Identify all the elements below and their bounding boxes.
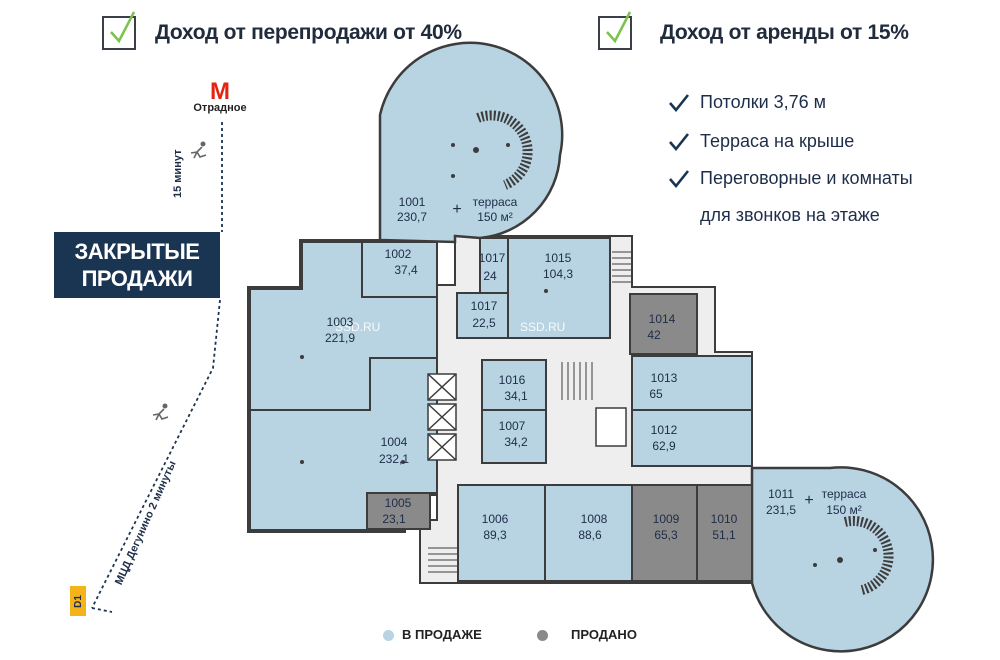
unit-1017a-area: 24 bbox=[483, 269, 497, 283]
unit-1014-number: 1014 bbox=[649, 312, 676, 326]
unit-1017a bbox=[479, 237, 509, 294]
legend-dot-sold bbox=[537, 630, 548, 641]
unit-1011-terrace-label: терраса bbox=[822, 487, 867, 501]
checkbox-rent bbox=[598, 11, 632, 50]
unit-1012-number: 1012 bbox=[651, 423, 678, 437]
legend-dot-for-sale bbox=[383, 630, 394, 641]
unit-1008-number: 1008 bbox=[581, 512, 608, 526]
unit-1010-area: 51,1 bbox=[712, 528, 736, 542]
unit-1008-area: 88,6 bbox=[578, 528, 602, 542]
legend-for-sale: В ПРОДАЖЕ bbox=[402, 627, 482, 642]
metro-icon: М bbox=[210, 78, 230, 102]
walking-person-icon bbox=[152, 403, 169, 421]
unit-1001-terrace-area: 150 м² bbox=[477, 210, 513, 224]
unit-1012 bbox=[631, 409, 753, 467]
unit-1015 bbox=[507, 237, 611, 339]
unit-1008 bbox=[544, 484, 633, 582]
unit-1001-number: 1001 bbox=[399, 195, 426, 209]
column-dots bbox=[300, 143, 877, 567]
walking-route bbox=[91, 122, 223, 613]
unit-1002-area: 37,4 bbox=[394, 263, 418, 277]
unit-1017a-number: 1017 bbox=[479, 251, 506, 265]
unit-1011-number: 1011 bbox=[768, 487, 794, 501]
unit-1006-area: 89,3 bbox=[483, 528, 507, 542]
unit-1004-number: 1004 bbox=[381, 435, 408, 449]
checkmark-icon bbox=[669, 94, 690, 112]
unit-1004 bbox=[249, 357, 438, 531]
unit-1004-area: 232,1 bbox=[379, 452, 409, 466]
unit-1017b-area: 22,5 bbox=[472, 316, 496, 330]
unit-1014-area: 42 bbox=[647, 328, 661, 342]
unit-1009 bbox=[631, 484, 698, 582]
spiral-stair-1001 bbox=[473, 110, 533, 190]
unit-1013 bbox=[631, 355, 753, 411]
unit-1001-terrace-label: терраса bbox=[473, 195, 518, 209]
unit-1006-number: 1006 bbox=[482, 512, 509, 526]
unit-1015-number: 1015 bbox=[545, 251, 572, 265]
unit-1001-area: 230,7 bbox=[397, 210, 427, 224]
plus-sign: + bbox=[452, 201, 461, 218]
unit-1007 bbox=[481, 409, 547, 464]
headline-rent-income: Доход от аренды от 15% bbox=[660, 21, 909, 44]
unit-1016 bbox=[481, 359, 547, 411]
unit-1017b bbox=[456, 292, 509, 339]
unit-1005-number: 1005 bbox=[385, 496, 412, 510]
closed-sales-banner: ЗАКРЫТЫЕ ПРОДАЖИ bbox=[54, 232, 220, 298]
checkmark-icon bbox=[669, 170, 690, 188]
unit-1013-area: 65 bbox=[649, 387, 663, 401]
spiral-stair-1011 bbox=[837, 515, 894, 595]
unit-1001 bbox=[378, 41, 564, 244]
walking-person-icon bbox=[190, 141, 207, 159]
unit-1002-number: 1002 bbox=[385, 247, 412, 261]
unit-1011-terrace-area: 150 м² bbox=[826, 503, 862, 517]
checkbox-resale bbox=[102, 11, 136, 50]
unit-1007-number: 1007 bbox=[499, 419, 526, 433]
headline-resale-income: Доход от перепродажи от 40% bbox=[155, 21, 462, 44]
watermark: SSD.RU bbox=[335, 320, 380, 334]
unit-1016-number: 1016 bbox=[499, 373, 526, 387]
elevator-block bbox=[427, 373, 457, 461]
check-icon bbox=[606, 11, 632, 44]
stair-block bbox=[428, 251, 632, 573]
unit-1014 bbox=[629, 293, 698, 355]
svg-text:М: М bbox=[210, 78, 230, 102]
unit-1011-area: 231,5 bbox=[766, 503, 796, 517]
mcd-line-badge: D1 bbox=[70, 586, 86, 616]
unit-1016-area: 34,1 bbox=[504, 389, 528, 403]
restroom-block bbox=[595, 407, 627, 447]
unit-1010 bbox=[696, 484, 753, 582]
unit-1005 bbox=[366, 492, 431, 530]
unit-1005-area: 23,1 bbox=[382, 512, 406, 526]
metro-station-label: Отрадное bbox=[193, 102, 247, 114]
unit-1009-number: 1009 bbox=[653, 512, 680, 526]
unit-1007-area: 34,2 bbox=[504, 435, 528, 449]
checkmark-icon bbox=[669, 133, 690, 151]
legend-sold: ПРОДАНО bbox=[571, 627, 637, 642]
unit-1013-number: 1013 bbox=[651, 371, 678, 385]
watermark: SSD.RU bbox=[520, 320, 565, 334]
unit-1017b-number: 1017 bbox=[471, 299, 498, 313]
unit-1003-number: 1003 bbox=[327, 315, 354, 329]
unit-1010-number: 1010 bbox=[711, 512, 738, 526]
check-icon bbox=[110, 11, 136, 44]
unit-1012-area: 62,9 bbox=[652, 439, 676, 453]
plus-sign: + bbox=[804, 492, 813, 509]
unit-1009-area: 65,3 bbox=[654, 528, 678, 542]
unit-1003-area: 221,9 bbox=[325, 331, 355, 345]
feature-meeting-rooms-cont: для звонков на этаже bbox=[700, 205, 880, 225]
unit-1015-area: 104,3 bbox=[543, 267, 573, 281]
